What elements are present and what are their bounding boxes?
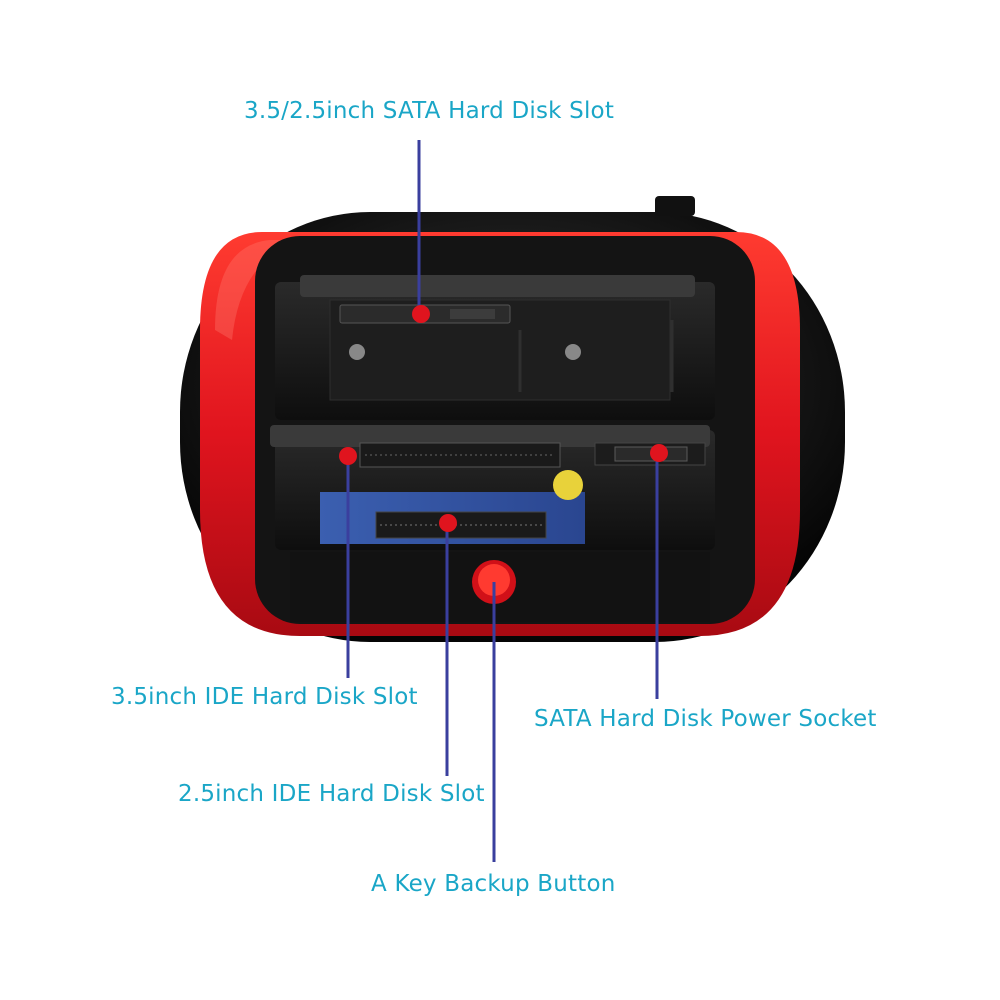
callout-sata-slot: 3.5/2.5inch SATA Hard Disk Slot: [244, 98, 615, 124]
marker-dots: [339, 305, 668, 532]
callout-backup-button: A Key Backup Button: [371, 871, 616, 897]
callout-sata-power: SATA Hard Disk Power Socket: [534, 706, 877, 732]
marker-dot-ide25-slot: [439, 514, 457, 532]
callout-ide35-slot: 3.5inch IDE Hard Disk Slot: [111, 684, 418, 710]
sata-slot-bay: [275, 275, 715, 420]
leader-lines: [346, 140, 659, 862]
ide-slot-bay: [270, 425, 715, 550]
marker-dot-ide35-slot: [339, 447, 357, 465]
marker-dot-sata-slot: [412, 305, 430, 323]
marker-dot-sata-power: [650, 444, 668, 462]
callout-ide25-slot: 2.5inch IDE Hard Disk Slot: [178, 781, 485, 807]
